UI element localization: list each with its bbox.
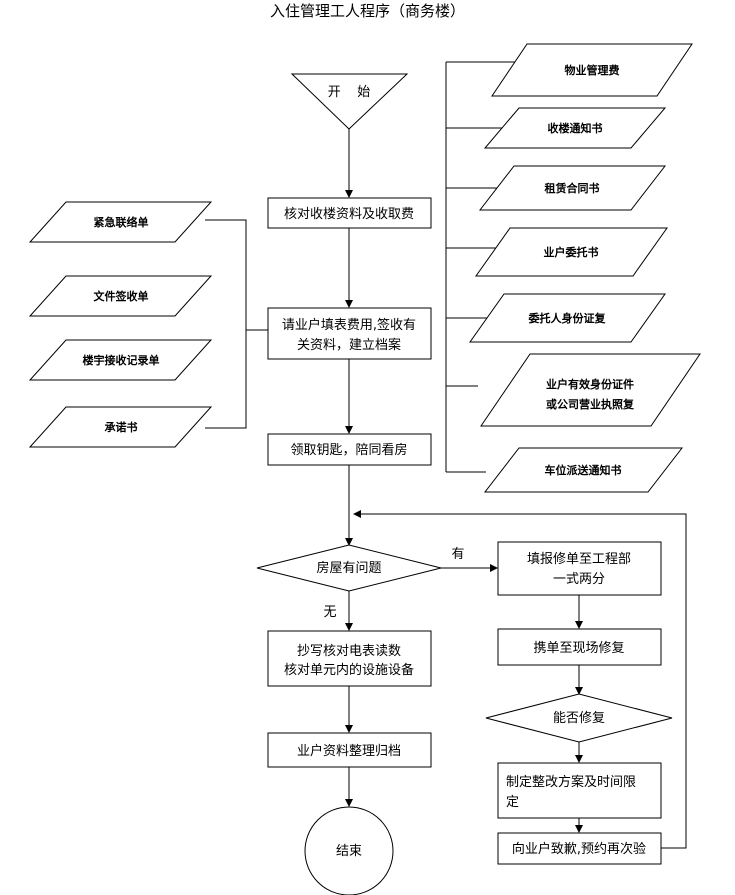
problem-decision [256,544,442,592]
left-doc-label-2: 楼宇接收记录单 [83,353,160,367]
left-doc-label-0: 紧急联络单 [94,215,149,229]
right-doc-4 [469,293,666,343]
left-doc-label-3: 承诺书 [105,420,138,434]
left-doc-label-1: 文件签收单 [94,289,149,303]
connector-loop-back [353,510,687,849]
meter-label-1: 抄写核对电表读数 [297,644,401,659]
report-label-1: 填报修单至工程部 [527,552,631,567]
canfix-decision [485,693,673,743]
archive-label: 业户资料整理归档 [297,743,401,759]
plan-label-2: 定 [506,795,519,810]
apology-box [497,832,662,865]
right-doc-0 [491,43,693,97]
report-label-2: 一式两分 [553,572,605,587]
verify-label: 核对收楼资料及收取费 [284,207,414,222]
canfix-label: 能否修复 [553,711,605,726]
left-doc-3 [28,406,213,448]
right-doc-5 [483,447,684,493]
right-doc-label-1: 收楼通知书 [548,121,603,135]
right-doc-2 [478,165,667,211]
end-label: 结束 [336,844,362,859]
meter-label-2: 核对单元内的设施设备 [284,662,414,678]
page-title: 入住管理工人程序（商务楼） [269,2,465,20]
left-doc-0 [28,201,213,243]
right-doc-label-4: 委托人身份证复 [528,311,607,325]
start-triangle [290,73,409,130]
problem-label: 房屋有问题 [316,560,381,576]
fill-box [267,307,432,360]
right-doc-label-0: 物业管理费 [565,63,620,77]
end-circle [304,806,394,895]
fill-label-2: 关资料，建立档案 [297,338,401,353]
right-doc-1 [483,107,667,149]
right-doc-label-5: 车位派送通知书 [545,463,622,477]
start-label: 开 始 [328,85,371,100]
left-doc-1 [28,275,213,317]
right-doc-multi [480,353,701,427]
plan-box [497,762,662,819]
meter-box [267,630,432,687]
keys-box [267,433,432,466]
fill-label-1: 请业户填表费用,签收有 [282,317,416,333]
plan-label-1: 制定整改方案及时间限 [506,774,636,790]
no-label: 无 [323,605,336,620]
left-doc-2 [28,339,213,381]
onsite-label: 携单至现场修复 [533,640,624,656]
right-doc-label-3: 业户委托书 [544,245,599,259]
right-doc-label-2: 租赁合同书 [545,181,600,195]
right-doc-multi-label-1: 业户有效身份证件 [546,377,634,391]
right-doc-3 [475,227,668,277]
keys-label: 领取钥匙，陪同看房 [290,442,407,458]
apology-label: 向业户致歉,预约再次验 [512,841,646,857]
archive-box [267,732,432,768]
right-doc-multi-label-2: 或公司营业执照复 [546,397,635,411]
yes-label: 有 [451,547,464,562]
verify-box [267,197,432,229]
left-docs-bracket [205,219,247,429]
onsite-box [497,628,662,666]
report-box [497,541,662,596]
